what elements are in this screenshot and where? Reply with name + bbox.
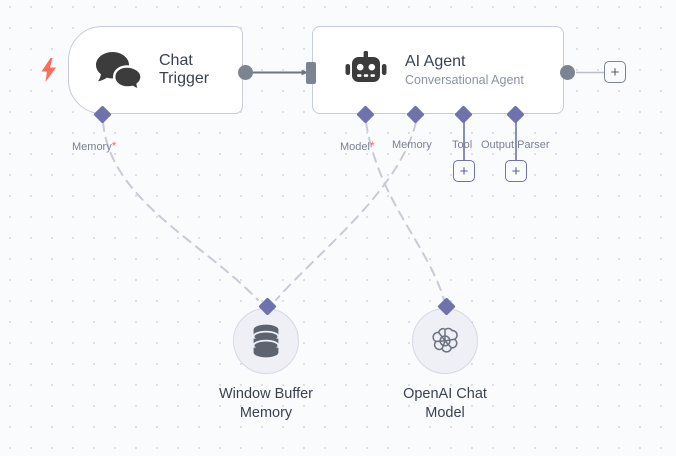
ai-agent-model-port-label: Model* [340,139,375,153]
plus-glyph: + [511,162,521,180]
node-chat-trigger[interactable]: Chat Trigger [68,26,243,114]
node-openai-chat-model[interactable]: OpenAI Chat Model [380,308,510,423]
ai-agent-input-port[interactable] [306,62,316,84]
add-node-after-ai-agent-button[interactable]: + [604,61,626,83]
openai-chat-model-circle[interactable] [412,308,478,374]
lightning-bolt-icon [41,58,56,82]
edge-chat-trigger-memory-to-window-buffer[interactable] [102,121,259,301]
node-chat-trigger-title: Chat Trigger [159,51,210,87]
chat-bubbles-icon [95,50,143,90]
required-asterisk: * [111,139,117,153]
node-window-buffer-memory[interactable]: Window Buffer Memory [201,308,331,423]
ai-agent-tool-port-label: Tool [452,139,473,151]
window-buffer-memory-circle[interactable] [233,308,299,374]
openai-logo-icon [432,327,458,353]
chat-trigger-memory-port-label: Memory* [72,139,116,153]
robot-icon [345,51,387,89]
port-label-text: Model [340,141,370,153]
ai-agent-output-port[interactable] [560,65,575,80]
port-label-text: Memory [72,141,112,153]
add-tool-button[interactable]: + [453,160,475,182]
chat-trigger-output-port[interactable] [238,65,253,80]
ai-agent-memory-port-label: Memory [392,139,432,151]
plus-glyph: + [459,162,469,180]
add-output-parser-button[interactable]: + [505,160,527,182]
node-ai-agent[interactable]: AI Agent Conversational Agent [312,26,564,114]
required-asterisk: * [369,139,375,153]
node-ai-agent-subtitle: Conversational Agent [405,73,524,87]
window-buffer-memory-label: Window Buffer Memory [218,386,314,421]
node-chat-trigger-text: Chat Trigger [159,52,221,89]
openai-chat-model-label: OpenAI Chat Model [403,386,487,421]
ai-agent-output-parser-port-label: Output Parser [481,139,550,151]
node-ai-agent-title: AI Agent [405,52,466,70]
database-icon [252,324,280,358]
node-ai-agent-text: AI Agent Conversational Agent [405,53,524,88]
plus-glyph: + [610,63,620,81]
